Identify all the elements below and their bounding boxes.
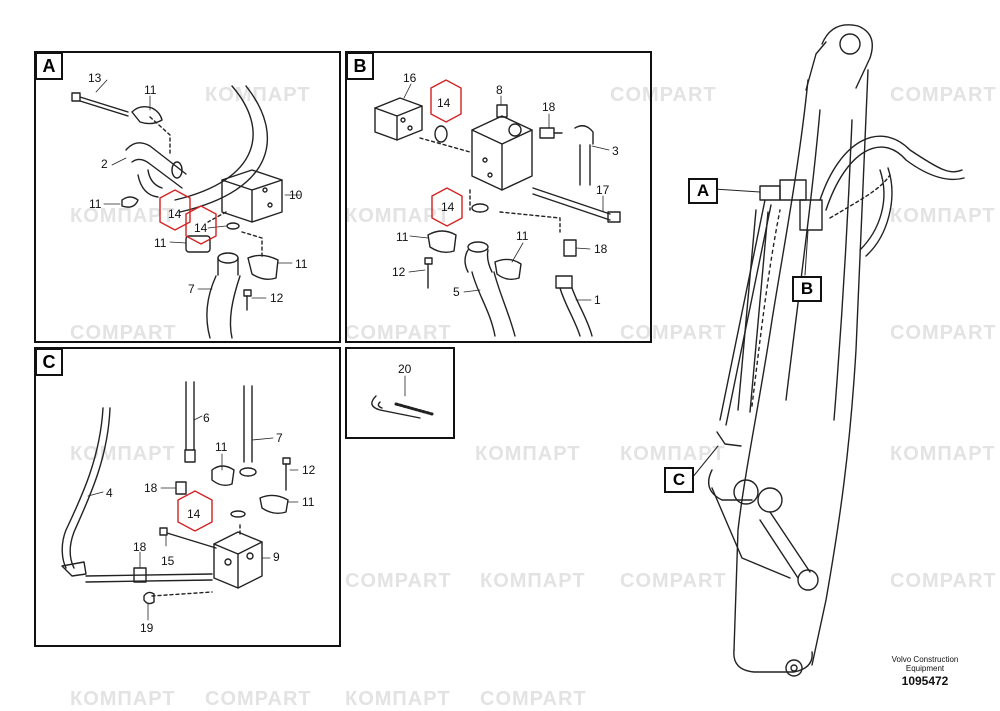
part-number: 10 (289, 188, 303, 202)
hex-marker-b2 (431, 187, 463, 227)
part-number: 11 (396, 230, 409, 244)
hex-marker-c1 (177, 490, 213, 532)
part-number: 2 (101, 157, 108, 171)
detail-panel-a (34, 51, 341, 343)
hex-marker-a1 (159, 189, 191, 231)
part-number: 11 (302, 495, 315, 509)
panel-b-label: B (346, 52, 374, 80)
part-number: 12 (302, 463, 316, 477)
panel-a-label: A (35, 52, 63, 80)
part-number: 9 (273, 550, 280, 564)
part-number: 11 (154, 236, 167, 250)
part-number: 16 (403, 71, 417, 85)
part-number: 7 (276, 431, 283, 445)
detail-panel-b (345, 51, 652, 343)
callout-c: C (664, 467, 694, 493)
callout-a: A (688, 178, 718, 204)
part-number: 14 (187, 507, 201, 521)
callout-b: B (792, 276, 822, 302)
part-number: 5 (453, 285, 460, 299)
part-number: 18 (144, 481, 158, 495)
detail-panel-c (34, 347, 341, 647)
manufacturer-text: Volvo Construction Equipment (891, 655, 959, 673)
part-number: 8 (496, 83, 503, 97)
part-number: 14 (168, 207, 182, 221)
panel-a-art (71, 79, 301, 339)
part-number: 18 (542, 100, 556, 114)
part-number: 20 (398, 362, 412, 376)
part-number: 11 (516, 229, 529, 243)
panel-c-label: C (35, 348, 63, 376)
part-number: 17 (596, 183, 610, 197)
drawing-number: 1095472 (901, 674, 949, 688)
part-number: 11 (144, 83, 157, 97)
panel-b-art (374, 83, 621, 337)
part-number: 11 (295, 257, 308, 271)
kit-20-art (371, 375, 434, 419)
part-number: 1 (594, 293, 601, 307)
part-number: 4 (106, 486, 113, 500)
part-number: 3 (612, 144, 619, 158)
part-number: 7 (188, 282, 195, 296)
part-number: 13 (88, 71, 102, 85)
part-number: 11 (215, 440, 228, 454)
part-number: 19 (140, 621, 154, 635)
part-number: 14 (437, 96, 451, 110)
hex-marker-b1 (430, 79, 462, 123)
kit-panel (345, 347, 455, 439)
part-number: 14 (194, 221, 208, 235)
part-number: 12 (270, 291, 284, 305)
part-number: 18 (133, 540, 147, 554)
panel-c-art (61, 381, 299, 621)
part-number: 18 (594, 242, 608, 256)
part-number: 11 (89, 197, 102, 211)
part-number: 6 (203, 411, 210, 425)
hex-marker-a2 (185, 205, 217, 245)
part-number: 15 (161, 554, 175, 568)
part-number: 14 (441, 200, 455, 214)
part-number: 12 (392, 265, 406, 279)
boom-overview-art (691, 24, 965, 677)
